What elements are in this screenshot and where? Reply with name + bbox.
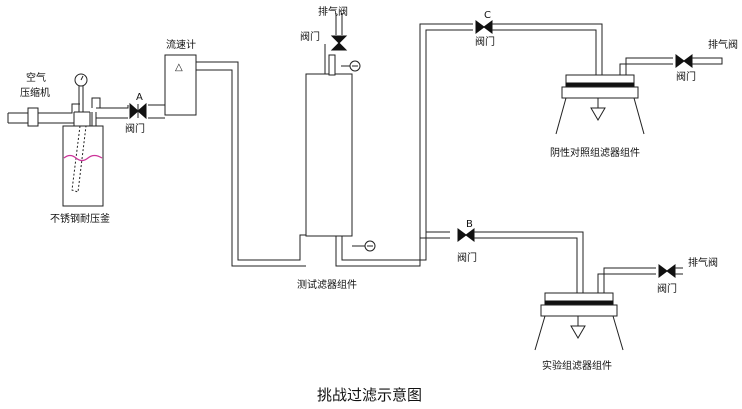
liquid-level-line bbox=[63, 154, 103, 162]
valve-b-label: 阀门 bbox=[457, 251, 477, 264]
pressure-gauge-icon bbox=[74, 73, 88, 112]
negative-control-filter-label: 阴性对照组滤器组件 bbox=[550, 146, 640, 159]
valve-a-label: 阀门 bbox=[125, 122, 145, 135]
air-compressor-label-2: 压缩机 bbox=[20, 86, 50, 99]
valve-c[interactable] bbox=[475, 20, 493, 34]
valve-a[interactable] bbox=[129, 102, 147, 120]
test-filter-housing bbox=[305, 44, 353, 237]
flowmeter-label: 流速计 bbox=[166, 38, 196, 51]
vent-valve-right-bottom[interactable] bbox=[658, 264, 683, 278]
valve-c-label: 阀门 bbox=[475, 35, 495, 48]
pipe-test-filter-outlets bbox=[335, 23, 473, 267]
vent-right-top-valve-label: 阀门 bbox=[676, 70, 696, 83]
diagram-caption: 挑战过滤示意图 bbox=[317, 386, 422, 404]
pipe-autoclave-to-flowmeter bbox=[91, 60, 166, 119]
vent-top-label: 排气阀 bbox=[318, 5, 348, 18]
vent-valve-right-top[interactable] bbox=[675, 54, 723, 68]
stainless-autoclave bbox=[62, 111, 104, 207]
flowmeter: △ bbox=[164, 54, 197, 116]
pipe-b-to-experimental-filter bbox=[474, 231, 584, 293]
autoclave-label: 不锈钢耐压釜 bbox=[50, 212, 110, 225]
vent-top-valve-label: 阀门 bbox=[300, 30, 320, 43]
valve-b-letter: B bbox=[466, 219, 473, 230]
valve-a-letter: A bbox=[136, 92, 143, 103]
vent-right-bottom-valve-label: 阀门 bbox=[657, 282, 677, 295]
vent-valve-top[interactable] bbox=[330, 13, 348, 51]
air-compressor-label-1: 空气 bbox=[26, 71, 46, 84]
outlet-gauge-bottom-icon bbox=[352, 240, 376, 252]
vent-right-top-label: 排气阀 bbox=[708, 38, 738, 51]
air-inlet-pipe bbox=[7, 103, 80, 127]
pipe-c-to-negative-filter bbox=[492, 23, 603, 75]
experimental-filter bbox=[534, 267, 656, 351]
vent-right-bottom-label: 排气阀 bbox=[688, 256, 718, 269]
negative-control-filter bbox=[555, 57, 673, 135]
outlet-gauge-top-icon bbox=[341, 60, 361, 72]
pipe-flowmeter-to-test-filter bbox=[196, 61, 306, 267]
valve-c-letter: C bbox=[484, 10, 491, 21]
valve-b[interactable] bbox=[457, 228, 475, 242]
flowmeter-symbol: △ bbox=[175, 62, 183, 73]
experimental-filter-label: 实验组滤器组件 bbox=[542, 359, 612, 372]
test-filter-label: 测试滤器组件 bbox=[297, 278, 357, 291]
